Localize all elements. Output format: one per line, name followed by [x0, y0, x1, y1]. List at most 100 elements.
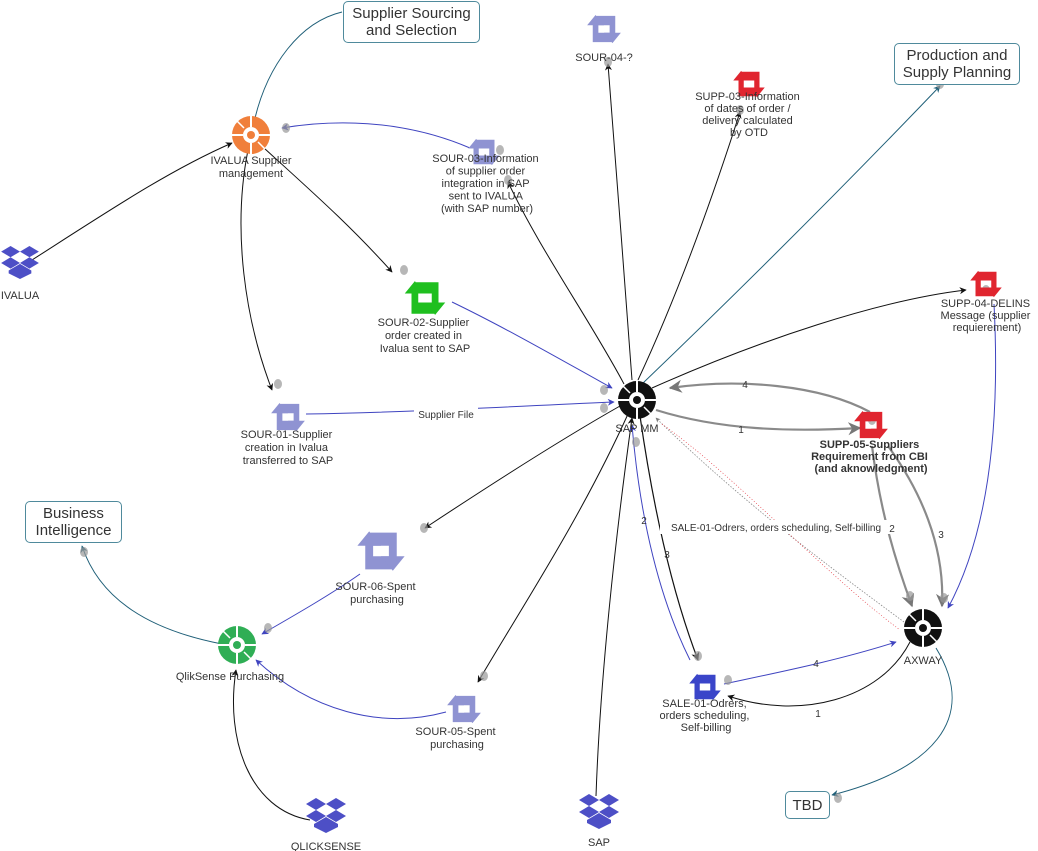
- flow-node-sale01[interactable]: SALE-01-Odrers, orders scheduling, Self-…: [660, 673, 753, 734]
- sour01-label-line: SOUR-01-Supplier: [241, 429, 333, 441]
- edge-sapmm-to-sour05: [477, 413, 629, 683]
- shadow-dot: [264, 623, 272, 633]
- flow-exchange-icon: [587, 14, 621, 44]
- flow-node-supp03[interactable]: SUPP-03-Information of dates of order / …: [695, 70, 803, 139]
- shadow-dot: [80, 547, 88, 557]
- flow-exchange-icon: [404, 281, 446, 315]
- flow-exchange-icon: [357, 531, 405, 571]
- shadow-dot: [400, 265, 408, 275]
- svg-text:SOUR-05-Spent purchasing: SOUR-05-Spent purchasing: [415, 726, 498, 751]
- flow-node-sour04[interactable]: SOUR-04-?: [575, 14, 633, 64]
- svg-text:SOUR-02-Supplier order c: SOUR-02-Supplier order created in Ivalua…: [378, 317, 473, 355]
- edge-label-2-right: 2: [889, 524, 895, 535]
- edge-axway-to-sapmm-dotted: [655, 417, 905, 623]
- edge-ivalua-supplier-to-sourcing: [254, 11, 343, 119]
- svg-text:SOUR-03-Information of s: SOUR-03-Information of supplier order in…: [432, 153, 541, 215]
- shadow-dot: [496, 145, 504, 155]
- flow-exchange-icon: [689, 673, 721, 701]
- supp03-label-line: of dates of order /: [704, 103, 791, 115]
- application-icon: [579, 794, 619, 829]
- edge-sale01-to-axway: [723, 640, 897, 685]
- shadow-dot: [694, 651, 702, 661]
- application-icon: [1, 245, 39, 279]
- sour06-label-line: purchasing: [350, 594, 404, 606]
- edge-label-3-right: 3: [938, 530, 944, 541]
- flow-node-supp05[interactable]: SUPP-05-Suppliers Requirement from CBI (…: [811, 410, 931, 475]
- svg-text:SUPP-04-DELINS Message (: SUPP-04-DELINS Message (supplier requier…: [941, 298, 1034, 334]
- component-qlik-purchasing[interactable]: QlikSense Purchasing: [176, 625, 284, 683]
- edge-sapmm-to-sour03: [507, 181, 625, 385]
- qlik-purchasing-label: QlikSense Purchasing: [176, 671, 284, 683]
- shadow-dot: [604, 57, 612, 67]
- edge-label-supplier-file: Supplier File: [418, 410, 474, 421]
- shadow-dot: [736, 105, 744, 115]
- supp04-label-line: requierement): [953, 322, 1021, 334]
- edge-qlicksense-app-to-qlik: [231, 669, 311, 821]
- edge-qlik-to-bi: [80, 545, 223, 645]
- app-node-ivalua[interactable]: IVALUA: [1, 245, 40, 302]
- sour03-label-line: of supplier order: [446, 166, 526, 178]
- domain-box-tbd[interactable]: TBD: [785, 791, 830, 819]
- edge-label-2-left: 2: [641, 516, 647, 527]
- edge-ivalua-supplier-to-sour01: [240, 149, 274, 391]
- flow-exchange-icon: [447, 694, 481, 724]
- flow-exchange-icon: [271, 402, 305, 432]
- supp04-label-line: Message (supplier: [941, 310, 1031, 322]
- sour01-label-line: creation in Ivalua: [245, 442, 329, 454]
- sour03-label-line: sent to IVALUA: [449, 191, 524, 203]
- sap-mm-hub-icon: [617, 380, 657, 420]
- sap-mm-label: SAP MM: [615, 423, 658, 435]
- edge-ivalua-supplier-to-sour02: [263, 147, 393, 273]
- svg-text:SALE-01-Odrers, orders s: SALE-01-Odrers, orders scheduling, Self-…: [660, 698, 753, 734]
- supp05-label-line: Requirement from CBI: [811, 451, 928, 463]
- sour02-label-line: SOUR-02-Supplier: [378, 317, 470, 329]
- shadow-dot: [600, 403, 608, 413]
- edge-sour02-to-sapmm: [451, 301, 613, 389]
- svg-text:SOUR-01-Supplier creatio: SOUR-01-Supplier creation in Ivalua tran…: [241, 429, 336, 467]
- edge-label-4-top: 4: [742, 380, 748, 391]
- svg-text:SUPP-03-Information of d: SUPP-03-Information of dates of order / …: [695, 91, 803, 139]
- shadow-dot: [274, 379, 282, 389]
- domain-box-sourcing[interactable]: Supplier Sourcing and Selection: [343, 1, 480, 43]
- edge-sour06-to-qlik: [261, 573, 361, 635]
- flow-node-sour06[interactable]: SOUR-06-Spent purchasing: [335, 531, 418, 606]
- flow-exchange-icon: [854, 410, 888, 440]
- edge-sapmm-to-sale01: [639, 415, 700, 661]
- shadow-dot: [504, 175, 512, 185]
- flow-node-sour01[interactable]: SOUR-01-Supplier creation in Ivalua tran…: [241, 402, 336, 467]
- domain-label-production: Production and Supply Planning: [902, 47, 1012, 81]
- edge-supp05-to-sapmm: [668, 379, 871, 413]
- flow-node-sour02[interactable]: SOUR-02-Supplier order created in Ivalua…: [378, 281, 473, 355]
- domain-box-production[interactable]: Production and Supply Planning: [894, 43, 1020, 85]
- edge-supp04-to-axway: [947, 303, 997, 609]
- flow-exchange-icon: [970, 270, 1002, 298]
- qlik-purchasing-hub-icon: [217, 625, 257, 665]
- sour05-label-line: purchasing: [430, 739, 484, 751]
- app-label-qlicksense: QLICKSENSE: [291, 841, 361, 851]
- edge-sapmm-to-production: [641, 85, 941, 385]
- supp05-label-line: SUPP-05-Suppliers: [820, 439, 920, 451]
- domain-box-bi[interactable]: Business Intelligence: [25, 501, 122, 543]
- supp03-label-line: delivery calculated: [702, 115, 793, 127]
- flow-node-supp04[interactable]: SUPP-04-DELINS Message (supplier requier…: [941, 270, 1034, 334]
- sour03-label-line: integration in SAP: [442, 178, 530, 190]
- shadow-dot: [480, 671, 488, 681]
- app-node-qlicksense[interactable]: QLICKSENSE: [291, 798, 361, 851]
- component-sap-mm[interactable]: SAP MM: [615, 380, 659, 435]
- flow-node-sour05[interactable]: SOUR-05-Spent purchasing: [415, 694, 498, 751]
- app-node-sap[interactable]: SAP: [579, 794, 619, 849]
- edge-sapmm-to-supp05: [655, 408, 862, 436]
- ivalua-supplier-label-line: IVALUA Supplier: [210, 155, 291, 167]
- shadow-dot: [632, 437, 640, 447]
- application-icon: [306, 798, 346, 833]
- component-axway[interactable]: AXWAY: [903, 608, 943, 667]
- flow-node-sour03[interactable]: SOUR-03-Information of supplier order in…: [432, 138, 541, 215]
- edge-sapmm-to-sour04: [604, 63, 633, 381]
- axway-label: AXWAY: [904, 655, 943, 667]
- sour03-label-line: (with SAP number): [441, 203, 533, 215]
- sour01-label-line: transferred to SAP: [243, 455, 334, 467]
- edge-sale01-to-sapmm: [629, 424, 691, 661]
